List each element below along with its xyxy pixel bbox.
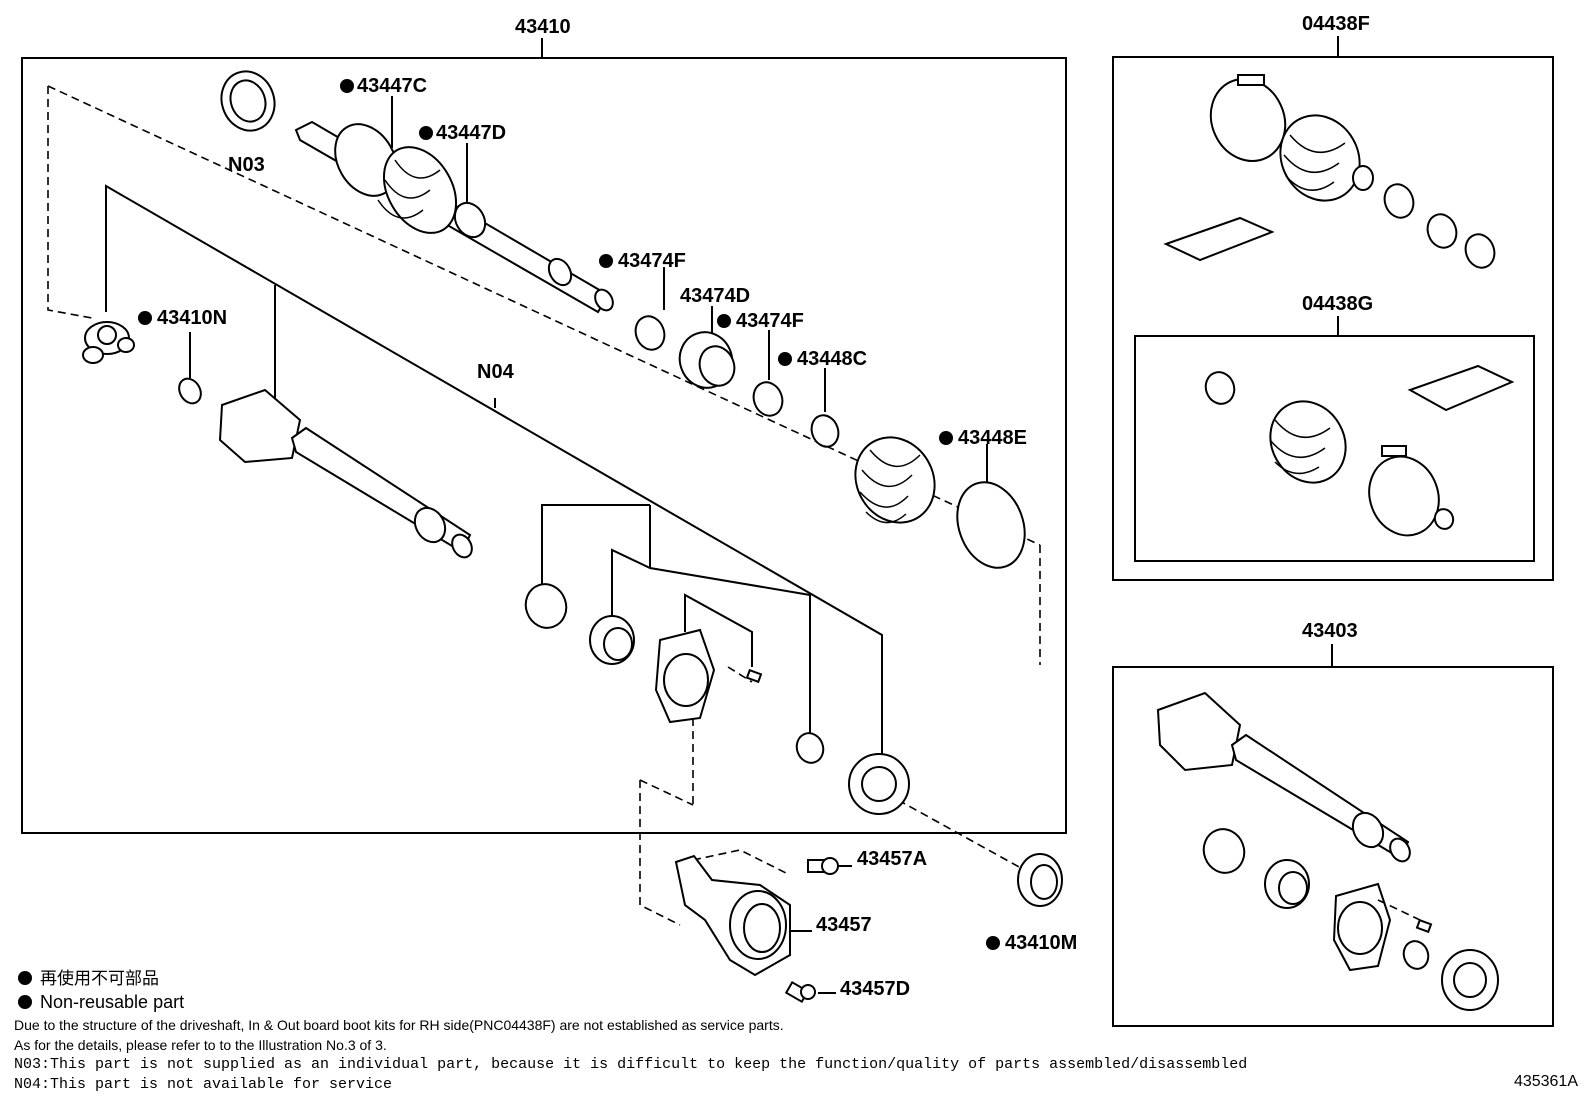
bearing-lower <box>589 615 635 665</box>
non-reusable-marker <box>599 254 613 268</box>
label-43410N: 43410N <box>157 307 227 329</box>
label-43447D: 43447D <box>436 122 506 144</box>
label-43474F-a: 43474F <box>618 250 686 272</box>
ring-43474F <box>634 315 666 351</box>
label-43410: 43410 <box>515 16 571 38</box>
legend-jp: 再使用不可部品 <box>18 969 159 989</box>
legend-en: Non-reusable part <box>18 992 184 1012</box>
label-43403: 43403 <box>1302 620 1358 642</box>
bearing-bracket-lower <box>654 628 716 724</box>
snap-ring <box>178 377 202 405</box>
n03-seal <box>220 70 276 132</box>
ring-small <box>795 732 825 764</box>
pin <box>745 668 763 684</box>
label-43457D: 43457D <box>840 978 910 1000</box>
label-43448E: 43448E <box>958 427 1027 449</box>
non-reusable-marker <box>340 79 354 93</box>
label-43447C: 43447C <box>357 75 427 97</box>
illustration-ref: 435361A <box>1513 1073 1578 1090</box>
label-43474D: 43474D <box>680 285 750 307</box>
outer-driveshaft <box>294 120 614 314</box>
non-reusable-marker <box>939 431 953 445</box>
part-43403 <box>1156 691 1499 1011</box>
label-43448C: 43448C <box>797 348 867 370</box>
label-43410M: 43410M <box>1005 932 1077 954</box>
non-reusable-marker <box>986 936 1000 950</box>
clamp-43448C <box>810 414 840 448</box>
box-04438G <box>1134 335 1535 562</box>
label-N04: N04 <box>477 361 515 383</box>
bolt-43457A <box>807 857 839 875</box>
bearing-43474D <box>678 331 736 389</box>
non-reusable-marker <box>717 314 731 328</box>
bracket-43457 <box>674 854 791 977</box>
note-line2: As for the details, please refer to to t… <box>14 1037 387 1053</box>
snap-ring-lower <box>524 583 568 629</box>
bullet-icon <box>18 995 32 1009</box>
dust-cover <box>848 753 910 815</box>
inner-driveshaft <box>218 388 473 559</box>
legend-jp-text: 再使用不可部品 <box>40 969 159 988</box>
bullet-icon <box>18 971 32 985</box>
tripod-43410N <box>82 321 135 364</box>
label-N03: N03 <box>228 154 265 176</box>
label-43457A: 43457A <box>857 848 927 870</box>
clamp-43448E <box>956 481 1026 569</box>
non-reusable-marker <box>138 311 152 325</box>
ring-43474F-b <box>752 381 784 417</box>
non-reusable-marker <box>778 352 792 366</box>
label-43457: 43457 <box>816 914 872 936</box>
label-04438F: 04438F <box>1302 13 1370 35</box>
note-line3: N03:This part is not supplied as an indi… <box>14 1056 1248 1073</box>
box-04438F <box>1112 56 1554 581</box>
kit-04438G-parts <box>1204 364 1515 537</box>
kit-04438F-parts <box>1163 74 1496 269</box>
bolt-43457D <box>784 980 816 1004</box>
label-04438G: 04438G <box>1302 293 1373 315</box>
boot-43448E <box>854 436 1026 569</box>
note-line1: Due to the structure of the driveshaft, … <box>14 1017 784 1033</box>
note-line4: N04:This part is not available for servi… <box>14 1076 393 1093</box>
seal-43410M <box>1017 853 1063 907</box>
non-reusable-marker <box>419 126 433 140</box>
label-43474F-b: 43474F <box>736 310 804 332</box>
box-43410 <box>21 57 1067 834</box>
dash-43403 <box>1377 899 1421 921</box>
legend-en-text: Non-reusable part <box>40 992 185 1012</box>
